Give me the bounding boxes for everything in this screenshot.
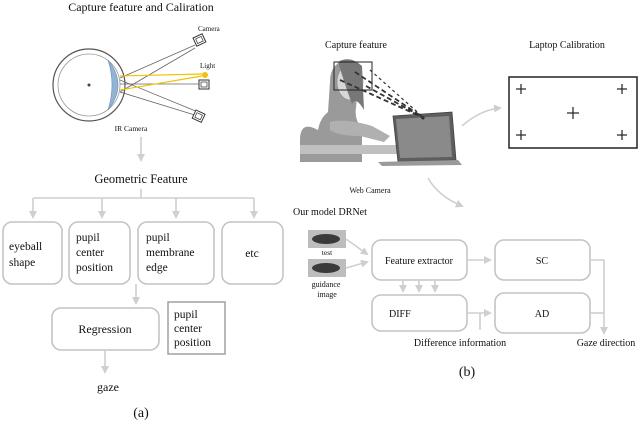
camera-beams [119, 44, 203, 117]
gaze-lines [333, 61, 425, 119]
ir-camera-label: IR Camera [115, 124, 148, 133]
person-illustration [300, 59, 440, 162]
ad-text: AD [535, 309, 549, 320]
arrow [345, 259, 369, 269]
laptop-calibration-label: Laptop Calibration [529, 40, 605, 51]
guidance-image-thumbnail [308, 259, 346, 277]
ir-camera-icon [198, 79, 210, 90]
calibration-points [516, 84, 627, 140]
camera-icon [191, 109, 206, 124]
feature-box-pupil-center-position [68, 221, 131, 285]
panel-a-label: (a) [133, 406, 149, 421]
feature-etc-text: etc [245, 248, 258, 260]
gaze-direction-label: Gaze direction [577, 338, 636, 349]
guidance-image-label: guidance image [312, 280, 343, 299]
geometric-feature-label: Geometric Feature [94, 172, 188, 186]
feature-box-etc [221, 221, 284, 285]
panel-b: Capture feature Web Camera Laptop Calib [293, 40, 638, 380]
feature-eyeball-shape-text: eyeball shape [9, 241, 45, 269]
feature-extractor-text: Feature extractor [385, 256, 454, 267]
light-label: Light [200, 62, 215, 70]
panel-a: Capture feature and Caliration Camera Li… [2, 0, 284, 421]
light-icon [202, 72, 208, 78]
gaze-label: gaze [97, 380, 119, 394]
camera-label: Camera [198, 25, 221, 33]
arrow [461, 104, 502, 127]
test-image-thumbnail [308, 230, 346, 248]
iris-shape [107, 59, 119, 111]
test-label: test [322, 248, 333, 257]
difference-information-label: Difference information [414, 338, 506, 349]
pupil-center-position-box [167, 301, 226, 355]
feature-pupil-center-position-text: pupil center position [76, 232, 113, 274]
feature-box-pupil-membrane-edge [137, 221, 215, 285]
feature-pupil-membrane-edge-text: pupil membrane edge [146, 232, 197, 274]
feature-box-eyeball-shape [2, 221, 63, 285]
panel-a-title: Capture feature and Caliration [68, 0, 214, 14]
model-title: Our model DRNet [293, 207, 367, 218]
capture-feature-label: Capture feature [325, 40, 387, 51]
diff-box [371, 294, 468, 332]
web-camera-label: Web Camera [349, 186, 391, 195]
arrow [427, 177, 464, 208]
regression-text: Regression [78, 322, 131, 336]
panel-b-label: (b) [459, 365, 476, 380]
camera-icon [192, 33, 207, 47]
diff-text: DIFF [389, 309, 411, 320]
pupil-center-position-text: pupil center position [174, 309, 211, 349]
arrow [345, 238, 369, 256]
arrow [590, 259, 608, 335]
laptop-icon [378, 111, 462, 166]
eye-illustration [52, 48, 126, 122]
sc-text: SC [536, 256, 549, 267]
